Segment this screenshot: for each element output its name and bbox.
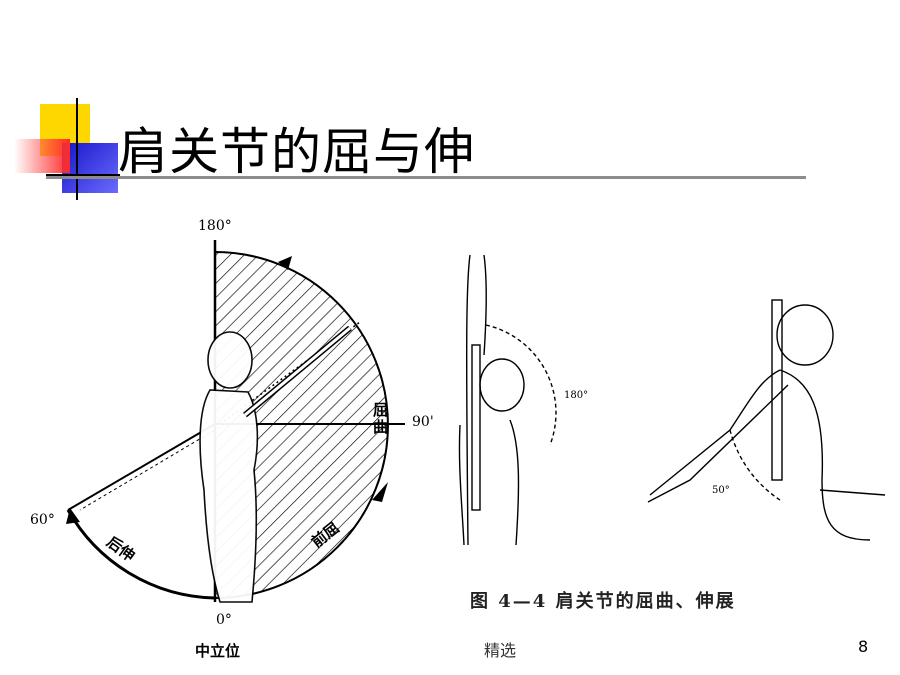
angle-label-0: 0°: [216, 612, 232, 628]
deco-vertical-line: [76, 98, 78, 200]
figure-standing-flexion: [458, 254, 557, 546]
title-underline: [46, 176, 806, 179]
label-neutral-position: 中立位: [195, 642, 241, 660]
deco-red-bar: [14, 139, 70, 173]
shoulder-rom-diagram: [66, 240, 405, 603]
figure-seated-extension: [647, 299, 886, 541]
slide-title: 肩关节的屈与伸: [118, 123, 475, 181]
figure-caption: 图 4—4 肩关节的屈曲、伸展: [470, 591, 736, 612]
angle-label-180-right: 180°: [564, 390, 589, 401]
deco-blue-square: [62, 143, 118, 193]
angle-label-180: 180°: [198, 218, 232, 234]
angle-label-60: 60°: [30, 512, 55, 528]
label-flexion: 屈曲: [373, 401, 389, 436]
footer-label: 精选: [484, 641, 517, 660]
page-number: 8: [858, 637, 869, 656]
angle-label-90: 90': [412, 414, 434, 430]
angle-label-50: 50°: [712, 485, 730, 496]
deco-horizontal-line: [46, 174, 120, 176]
